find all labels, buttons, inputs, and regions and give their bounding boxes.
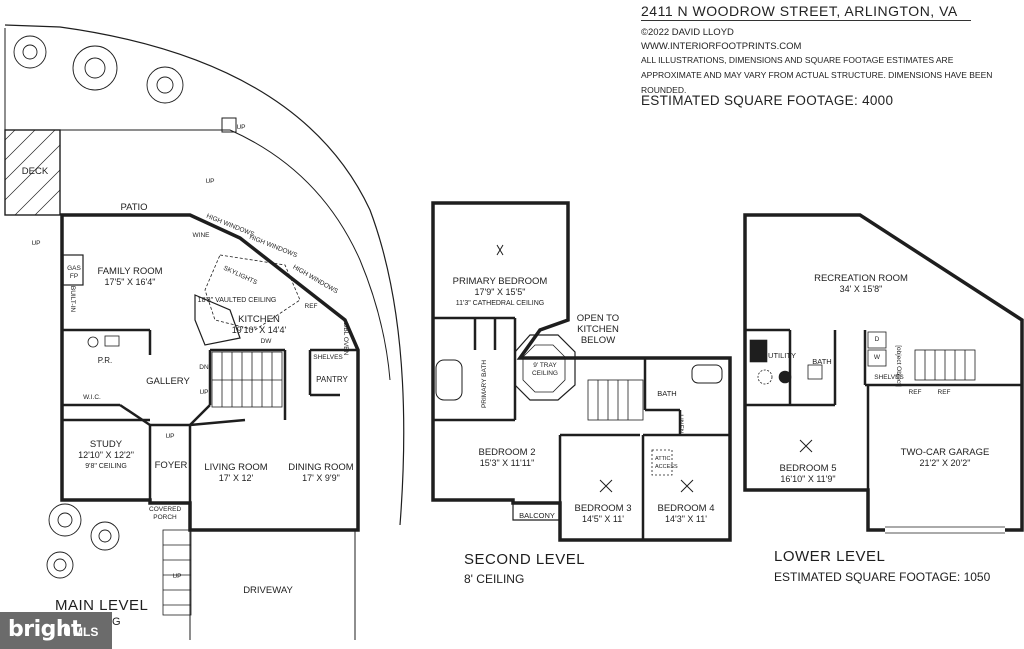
gas-fireplace-label: GAS FP [67, 265, 81, 280]
dryer-label: D [874, 336, 880, 343]
website-text: WWW.INTERIORFOOTPRINTS.COM [641, 41, 802, 52]
stair-up-label-4: UP [165, 433, 175, 440]
dw-label: DW [260, 338, 272, 345]
driveway-label: DRIVEWAY [243, 585, 293, 596]
stair-up-label-6: UP [172, 573, 182, 580]
deck [4, 129, 61, 216]
lower-stairs [914, 349, 976, 381]
foyer-label: FOYER [154, 460, 188, 471]
brightmls-watermark: bright MLS [0, 612, 112, 649]
wic-label: W.I.C. [83, 394, 101, 401]
powder-room-label: P.R. [97, 356, 113, 365]
linen-label: LINEN [677, 414, 684, 434]
wine-label: WINE [192, 232, 210, 239]
total-square-footage: ESTIMATED SQUARE FOOTAGE: 4000 [641, 93, 894, 108]
washer-label: W [873, 354, 881, 361]
tray-ceiling [514, 334, 576, 401]
property-address: 2411 N WOODROW STREET, ARLINGTON, VA [641, 3, 958, 19]
ceiling-fan-icons [496, 244, 813, 493]
stair-up-label-2: UP [31, 240, 41, 247]
ref-label: REF [304, 303, 318, 310]
pantry-label: PANTRY [316, 375, 348, 384]
stair-up-label-5: UP [199, 389, 209, 396]
lower-ref-label-1: REF [908, 389, 922, 396]
second-level-subtitle: 8' CEILING [464, 572, 525, 586]
utility-label: UTILITY [768, 351, 796, 360]
balcony-label: BALCONY [519, 511, 555, 520]
watermark-logo-icon [64, 626, 70, 636]
deck-label: DECK [21, 166, 49, 177]
attic-access-label: ATTIC ACCESS [655, 456, 678, 470]
primary-bath-label: PRIMARY BATH [481, 359, 488, 409]
built-in-label: BUILT-IN [69, 285, 76, 313]
stair-up-label-1: UP [236, 124, 246, 131]
lower-bath-label: BATH [812, 357, 832, 366]
main-stairs [211, 351, 283, 408]
property-line [4, 24, 405, 526]
main-level-title: MAIN LEVEL [55, 597, 149, 614]
second-bath-label: BATH [657, 389, 677, 398]
watermark-mls-text: MLS [73, 625, 99, 639]
patio-label: PATIO [120, 202, 148, 213]
property-line-inner [4, 28, 391, 381]
watermark-brand-text: bright [8, 617, 82, 642]
lower-shelves-label: SHELVES [874, 374, 904, 381]
second-level-walls [431, 201, 732, 542]
lower-level-subtitle: ESTIMATED SQUARE FOOTAGE: 1050 [774, 570, 991, 584]
vaulted-ceiling-label: 18'3" VAULTED CEILING [197, 297, 277, 304]
main-level-walls [60, 213, 360, 532]
dbl-oven-label: DBL OVEN [342, 322, 349, 356]
copyright-text: ©2022 DAVID LLOYD [641, 27, 734, 38]
gallery-label: GALLERY [146, 376, 190, 387]
porch-stairs [162, 529, 192, 616]
tree-icons [13, 35, 184, 579]
stair-up-label-3: UP [205, 178, 215, 185]
lower-ref-label-2: REF [937, 389, 951, 396]
address-underline [641, 20, 971, 21]
second-stairs [587, 379, 644, 421]
covered-porch-label: COVERED PORCH [149, 506, 182, 521]
shelves-label: SHELVES [313, 354, 343, 361]
stair-dn-label: DN [199, 364, 209, 371]
second-level-title: SECOND LEVEL [464, 551, 586, 568]
lower-level-title: LOWER LEVEL [774, 548, 886, 565]
open-to-kitchen-label: OPEN TO KITCHEN BELOW [576, 313, 620, 346]
tray-ceiling-label: 9' TRAY CEILING [531, 362, 558, 377]
disclaimer-text: ALL ILLUSTRATIONS, DIMENSIONS AND SQUARE… [641, 55, 993, 95]
